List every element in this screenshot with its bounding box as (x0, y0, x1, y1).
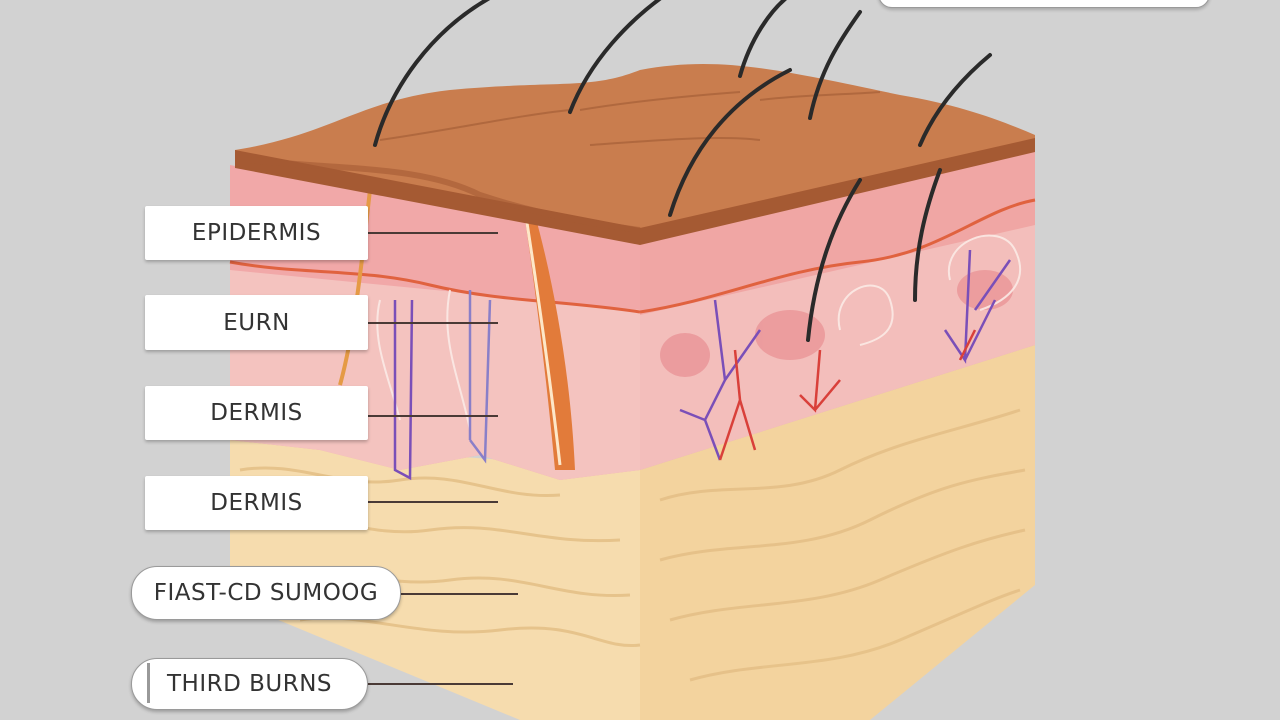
leader-line (368, 232, 498, 234)
label-text: EPIDERMIS (191, 220, 322, 246)
label-dermis-1: DERMIS (145, 386, 368, 440)
label-text: FIAST-CD SUMOOG (153, 580, 379, 606)
epidermis-layer (235, 64, 1035, 245)
label-third-degree-burns: THIRD BURNS (131, 658, 368, 710)
top-label-tag (878, 0, 1210, 8)
label-marker (147, 663, 150, 703)
label-text: THIRD BURNS (166, 671, 333, 697)
label-dermis-2: DERMIS (145, 476, 368, 530)
label-first-degree-burns: FIAST-CD SUMOOG (131, 566, 401, 620)
label-text: DERMIS (210, 400, 303, 426)
label-text: DERMIS (210, 490, 303, 516)
leader-line (400, 593, 518, 595)
leader-line (368, 501, 498, 503)
hair-strands (373, 0, 992, 342)
leader-line (368, 415, 498, 417)
label-burn: EURN (145, 295, 368, 350)
leader-line (368, 322, 498, 324)
label-text: EURN (223, 309, 290, 336)
label-epidermis: EPIDERMIS (145, 206, 368, 260)
leader-line (368, 683, 513, 685)
